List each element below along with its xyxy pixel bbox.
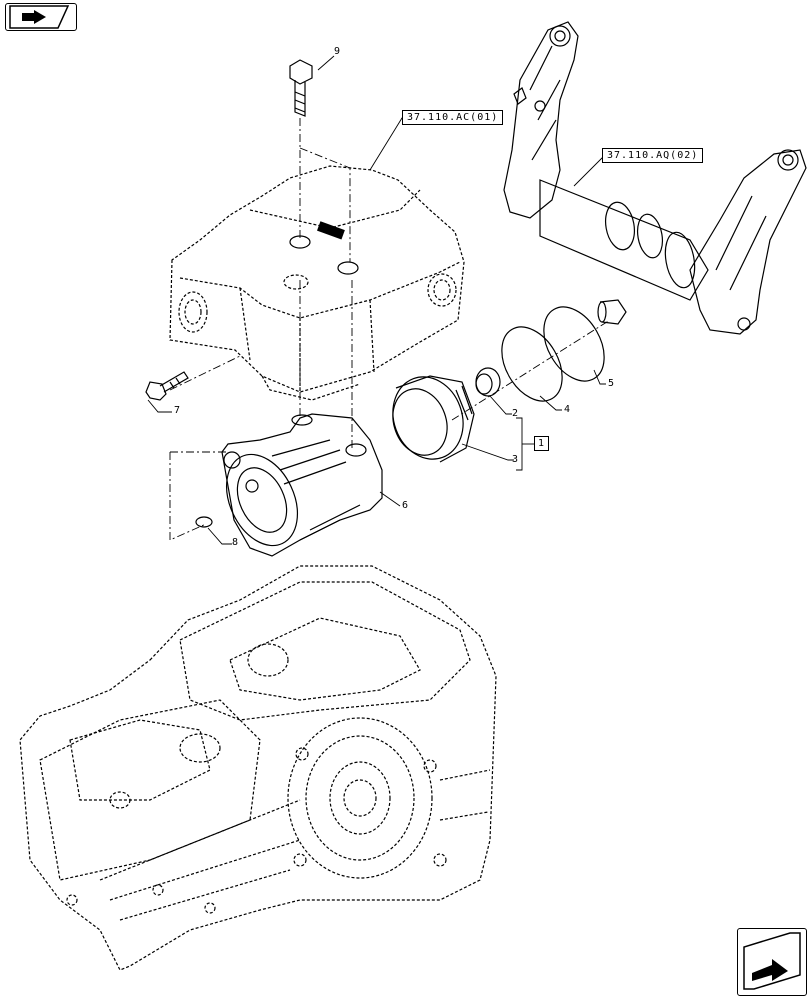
callout-7: 7: [174, 405, 181, 416]
next-page-arrow-icon: [743, 932, 801, 990]
transmission-housing: [19, 565, 497, 971]
callout-3: 3: [512, 454, 519, 465]
callout-9: 9: [334, 46, 341, 57]
callout-6: 6: [402, 500, 409, 511]
piston-3: [392, 375, 475, 463]
callout-5: 5: [608, 378, 615, 389]
lift-arm-assembly: [503, 21, 807, 335]
ring-4: [501, 326, 563, 402]
cylinder-6: [221, 413, 383, 557]
book-nav-button[interactable]: [5, 3, 77, 31]
book-arrow-icon: [9, 5, 70, 29]
o-ring-8: [195, 516, 213, 528]
bolt-7: [145, 371, 189, 401]
bolt-9: [289, 59, 313, 117]
callout-2: 2: [512, 408, 519, 419]
callout-1-box: 1: [534, 436, 550, 451]
reference-label-top[interactable]: 37.110.AC(01): [402, 110, 504, 125]
next-page-button[interactable]: [737, 928, 807, 996]
reference-label-right[interactable]: 37.110.AQ(02): [602, 148, 704, 163]
callout-4: 4: [564, 404, 571, 415]
callout-8: 8: [232, 537, 239, 548]
ring-5: [543, 306, 605, 382]
cap-2: [475, 367, 501, 397]
lift-housing: [169, 165, 465, 401]
